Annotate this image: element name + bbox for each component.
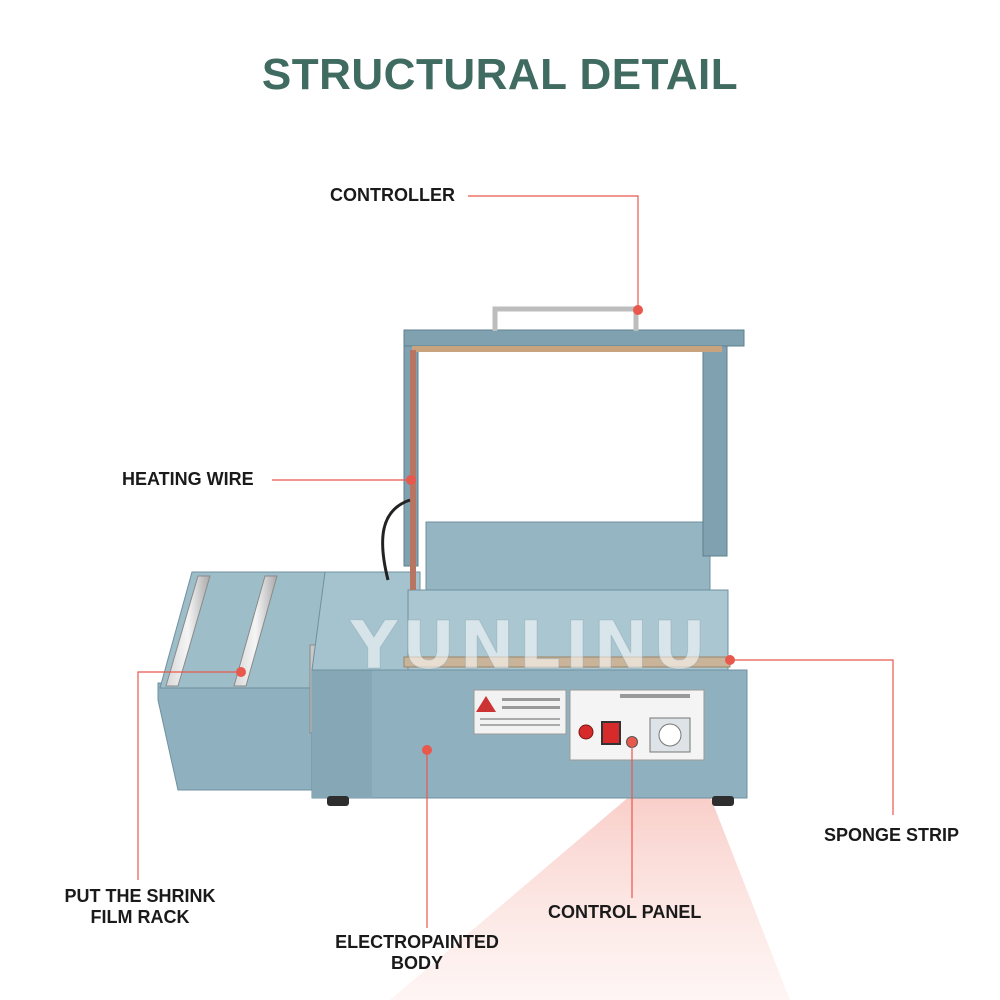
cable [381,498,411,581]
film-rack-tray [157,682,313,791]
callout-dot-sponge-strip [725,655,735,665]
label-body-line1: ELECTROPAINTED [335,932,499,952]
callout-line-sponge-strip [730,659,894,815]
callout-line-film-rack [137,671,240,880]
callout-dot-body [422,745,432,755]
page-title: STRUCTURAL DETAIL [261,50,739,99]
callout-line-controller [468,195,639,310]
callout-dot-film-rack [236,667,246,677]
label-film-rack: PUT THE SHRINK FILM RACK [52,886,228,928]
sealing-box [425,521,711,591]
body-foot-left [327,796,349,806]
label-control-panel: CONTROL PANEL [548,902,702,922]
callout-dot-controller [633,305,643,315]
label-body: ELECTROPAINTED BODY [322,932,512,974]
label-heating-wire: HEATING WIRE [122,469,254,489]
indicator-light-icon [578,724,594,740]
film-rack-roller-2 [233,575,278,687]
body-foot-right [712,796,734,806]
callout-lines [137,195,894,928]
top-sealing-bar [403,329,745,347]
body-side-panel [312,670,372,798]
label-film-rack-line1: PUT THE SHRINK [64,886,216,906]
callout-dots [236,305,735,755]
label-sponge-strip: SPONGE STRIP [824,825,960,845]
callout-dot-heating-wire [406,475,416,485]
callout-dot-control-panel [627,737,637,747]
film-rack-roller-1 [165,575,211,687]
power-switch-icon [601,721,621,745]
watermark-text: YUNLINU [349,607,710,684]
label-film-rack-line2: FILM RACK [90,907,190,927]
handle-icon [492,306,639,331]
heating-wire-left [410,350,416,590]
heating-wire-top [412,346,722,352]
label-body-line2: BODY [390,953,443,973]
label-controller: CONTROLLER [330,185,455,205]
light-beam-decoration [390,745,790,1000]
control-panel [569,689,705,761]
shrink-sealer-machine [157,306,748,806]
right-arm [702,335,728,557]
nameplate [473,689,567,735]
